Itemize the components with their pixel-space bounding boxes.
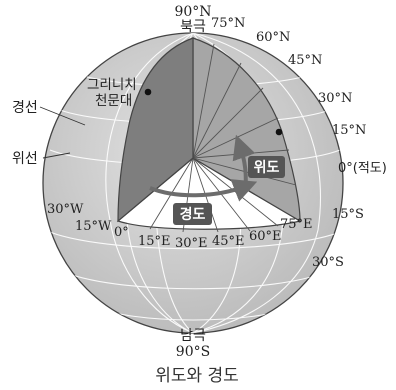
greenwich-label-line2: 천문대 (95, 93, 132, 109)
latitude-label-30n: 30°N (318, 91, 352, 106)
longitude-label-15w: 15°W (75, 219, 112, 234)
greenwich-label-line1: 그리니치 (87, 77, 137, 93)
latitude-point (275, 128, 283, 136)
latitude-label-15s: 15°S (332, 207, 364, 222)
south-pole-label: 남극 (180, 328, 206, 344)
caption: 위도와 경도 (155, 366, 239, 386)
latitude-label-45n: 45°N (288, 53, 322, 68)
longitude-label-75e: 75°E (280, 217, 313, 232)
latitude-label-30s: 30°S (312, 255, 344, 270)
leader-lines (39, 106, 86, 159)
longitude-label-0: 0° (114, 225, 129, 240)
longitude-label-45e: 45°E (212, 234, 245, 249)
latitude-tag: 위도 (254, 160, 280, 176)
parallel-label: 위선 (12, 151, 38, 167)
longitude-label-30e: 30°E (175, 236, 208, 251)
latitude-label-15n: 15°N (332, 123, 366, 138)
longitude-label-30w: 30°W (47, 202, 84, 217)
longitude-arrow (149, 179, 258, 202)
latitude-tag-box (248, 156, 285, 178)
longitude-label-15e: 15°E (138, 234, 171, 249)
latitude-label-60n: 60°N (256, 30, 290, 45)
meridian-label: 경선 (12, 100, 38, 116)
south-pole-latitude: 90°S (176, 344, 210, 360)
north-pole-label: 북극 (180, 19, 206, 35)
north-pole-latitude: 90°N (174, 4, 211, 20)
prime-meridian-plane (117, 37, 194, 223)
longitude-label-60e: 60°E (249, 229, 282, 244)
greenwich-point (144, 88, 152, 96)
longitude-tag: 경도 (180, 206, 206, 223)
equator-label: 0°(적도) (338, 161, 387, 176)
latitude-label-75n: 75°N (211, 16, 245, 31)
longitude-tag-box (173, 203, 212, 225)
